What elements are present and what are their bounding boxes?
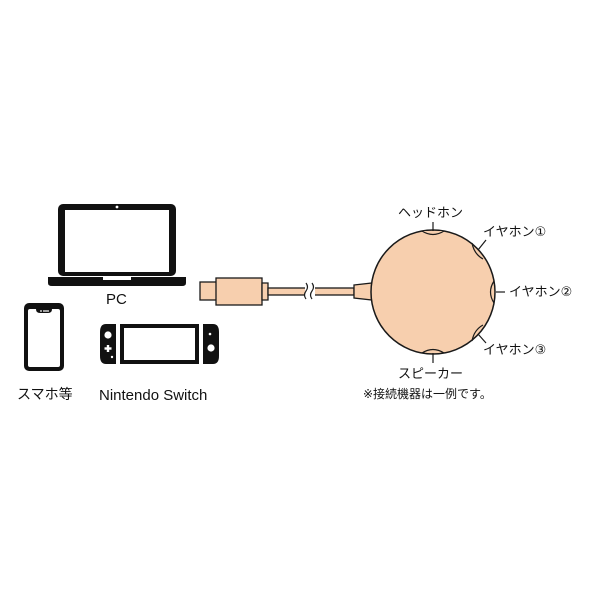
smartphone-icon (24, 303, 64, 371)
port-label-earphone3: イヤホン③ (483, 343, 547, 358)
game-console-icon (100, 324, 219, 364)
port-label-earphone1: イヤホン① (483, 225, 547, 240)
port-label-earphone2: イヤホン② (509, 285, 573, 300)
laptop-icon (48, 204, 186, 286)
earphone3-port-icon (471, 324, 484, 342)
switch-label: Nintendo Switch (99, 387, 208, 404)
speaker-port-icon (421, 348, 445, 354)
cable (267, 282, 373, 301)
port-label-speaker: スピーカー (398, 367, 464, 382)
headphone-port-icon (421, 230, 445, 236)
example-note: ※接続機器は一例です。 (363, 387, 492, 401)
smartphone-label: スマホ等 (17, 387, 73, 403)
port-label-headphone: ヘッドホン (398, 206, 464, 221)
earphone2-port-icon (489, 280, 495, 304)
earphone1-port-icon (471, 242, 484, 260)
pc-label: PC (106, 291, 127, 308)
usb-c-plug-icon (199, 277, 269, 306)
cable-break-icon (303, 282, 309, 300)
audio-hub (370, 222, 505, 363)
